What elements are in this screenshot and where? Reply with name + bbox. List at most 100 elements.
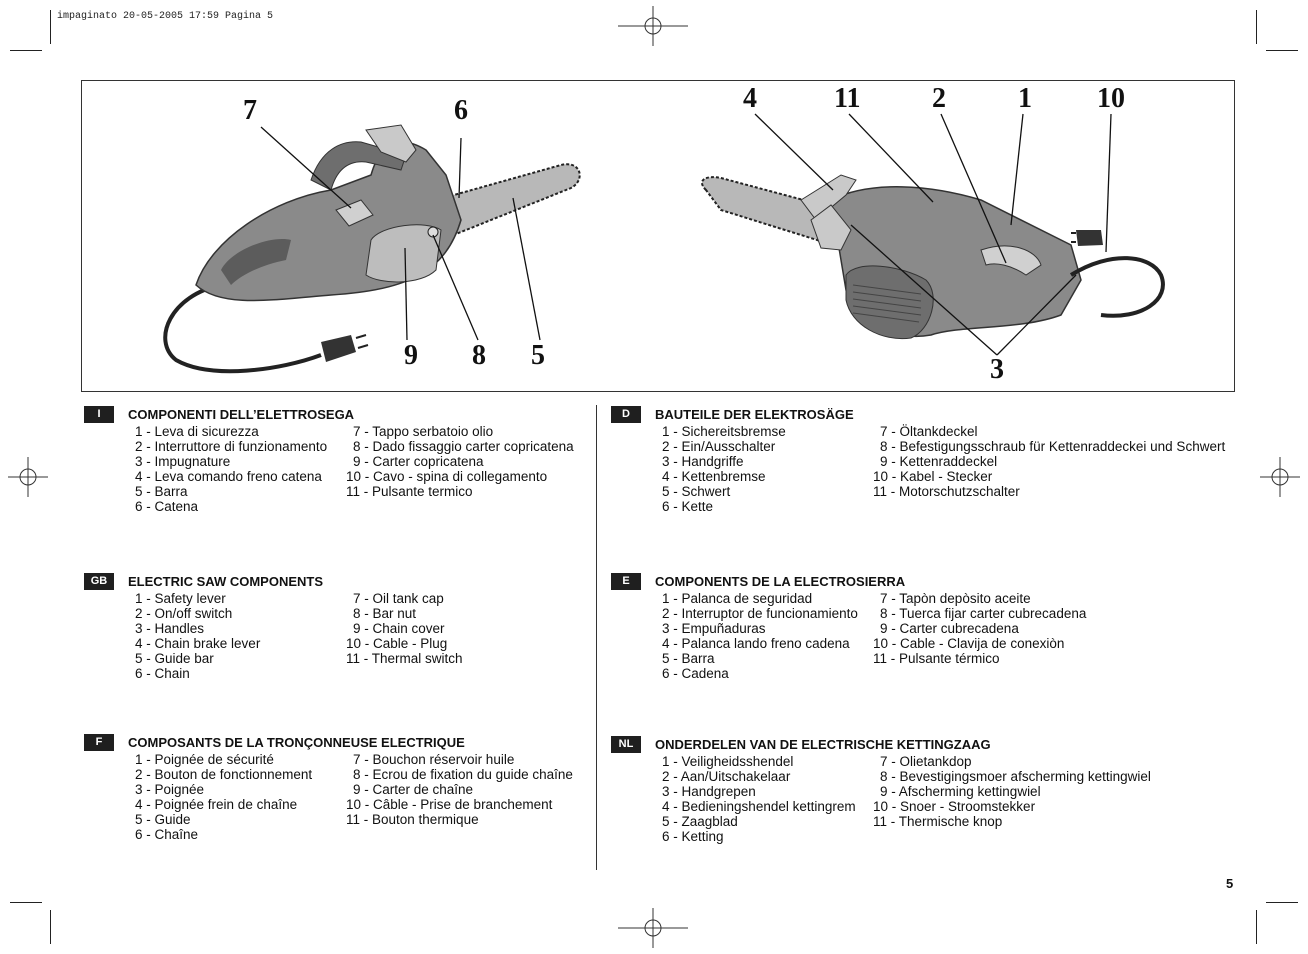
part-list-item: 10 - Cable - Clavija de conexiòn [873,636,1065,651]
part-list-item: 1 - Veiligheidsshendel [662,754,794,769]
part-list-item: 3 - Empuñaduras [662,621,766,636]
chainsaw-figure [81,80,1235,392]
part-list-item: 1 - Leva di sicurezza [135,424,259,439]
callout-number: 3 [990,354,1004,385]
chainsaw-illustrations [163,113,1165,374]
part-list-item: 9 - Kettenraddeckel [880,454,998,469]
part-list-item: 9 - Carter cubrecadena [880,621,1019,636]
language-badge: I [84,406,114,423]
part-list-item: 11 - Thermal switch [346,651,463,666]
part-list-item: 2 - Interruptor de funcionamiento [662,606,858,621]
callout-number: 10 [1097,83,1125,114]
print-slug: impaginato 20-05-2005 17:59 Pagina 5 [57,11,274,22]
part-list-item: 2 - Ein/Ausschalter [662,439,776,454]
column-divider [596,405,597,870]
section-title: COMPONENTS DE LA ELECTROSIERRA [655,574,906,589]
part-list-item: 11 - Motorschutzschalter [873,484,1020,499]
callout-number: 11 [834,83,861,114]
callout-number: 2 [932,83,946,114]
language-badge: GB [84,573,114,590]
part-list-item: 8 - Dado fissaggio carter copricatena [353,439,574,454]
part-list-item: 9 - Carter de chaîne [353,782,474,797]
part-list-item: 3 - Handgriffe [662,454,744,469]
part-list-item: 2 - Interruttore di funzionamento [135,439,328,454]
part-list-item: 3 - Handgrepen [662,784,756,799]
language-badge: NL [611,736,641,753]
part-list-item: 6 - Kette [662,499,714,514]
part-list-item: 7 - Tapòn depòsito aceite [880,591,1031,606]
part-list-item: 9 - Afscherming kettingwiel [880,784,1041,799]
part-list-item: 1 - Sichereitsbremse [662,424,786,439]
right-chainsaw-image [701,174,1165,340]
part-list-item: 2 - Aan/Uitschakelaar [662,769,791,784]
page-number: 5 [1226,876,1234,891]
part-list-item: 8 - Befestigungsschraub für Kettenraddec… [880,439,1226,454]
part-list-item: 5 - Schwert [662,484,731,499]
part-list-item: 8 - Bar nut [353,606,417,621]
part-list-item: 6 - Cadena [662,666,729,681]
section-title: COMPOSANTS DE LA TRONÇONNEUSE ELECTRIQUE [128,735,465,750]
part-list-item: 5 - Barra [135,484,188,499]
part-list-item: 10 - Cavo - spina di collegamento [346,469,548,484]
part-list-item: 11 - Bouton thermique [346,812,479,827]
part-list-item: 8 - Bevestigingsmoer afscherming ketting… [880,769,1151,784]
part-list-item: 11 - Pulsante termico [346,484,473,499]
section-title: ONDERDELEN VAN DE ELECTRISCHE KETTINGZAA… [655,737,991,752]
part-list-item: 1 - Safety lever [135,591,226,606]
callout-number: 6 [454,95,468,126]
part-list-item: 4 - Poignée frein de chaîne [135,797,298,812]
part-list-item: 7 - Tappo serbatoio olio [353,424,494,439]
part-list-item: 11 - Thermische knop [873,814,1003,829]
part-list-item: 9 - Chain cover [353,621,445,636]
language-badge: E [611,573,641,590]
section-title: ELECTRIC SAW COMPONENTS [128,574,324,589]
part-list-item: 4 - Kettenbremse [662,469,766,484]
part-list-item: 6 - Chain [135,666,190,681]
part-list-item: 1 - Poignée de sécurité [135,752,274,767]
part-list-item: 10 - Câble - Prise de branchement [346,797,553,812]
part-list-item: 5 - Guide bar [135,651,214,666]
language-badge: D [611,406,641,423]
left-chainsaw-image [163,124,581,374]
part-list-item: 9 - Carter copricatena [353,454,484,469]
callout-number: 8 [472,340,486,371]
part-list-item: 7 - Olietankdop [880,754,972,769]
part-list-item: 4 - Palanca lando freno cadena [662,636,850,651]
part-list-item: 6 - Ketting [662,829,724,844]
callout-number: 1 [1018,83,1032,114]
part-list-item: 7 - Öltankdeckel [880,424,978,439]
part-list-item: 6 - Chaîne [135,827,199,842]
part-list-item: 7 - Oil tank cap [353,591,444,606]
part-list-item: 4 - Leva comando freno catena [135,469,322,484]
part-list-item: 8 - Ecrou de fixation du guide chaîne [353,767,573,782]
part-list-item: 5 - Barra [662,651,715,666]
language-badge: F [84,734,114,751]
callout-number: 4 [743,83,757,114]
part-list-item: 1 - Palanca de seguridad [662,591,813,606]
callout-number: 7 [243,95,257,126]
part-list-item: 2 - Bouton de fonctionnement [135,767,313,782]
part-list-item: 3 - Poignée [135,782,205,797]
part-list-item: 3 - Impugnature [135,454,231,469]
callout-number: 5 [531,340,545,371]
part-list-item: 3 - Handles [135,621,205,636]
part-list-item: 4 - Bedieningshendel kettingrem [662,799,856,814]
part-list-item: 6 - Catena [135,499,199,514]
section-title: COMPONENTI DELL’ELETTROSEGA [128,407,355,422]
section-title: BAUTEILE DER ELEKTROSÄGE [655,407,854,422]
part-list-item: 5 - Guide [135,812,191,827]
part-list-item: 10 - Cable - Plug [346,636,448,651]
